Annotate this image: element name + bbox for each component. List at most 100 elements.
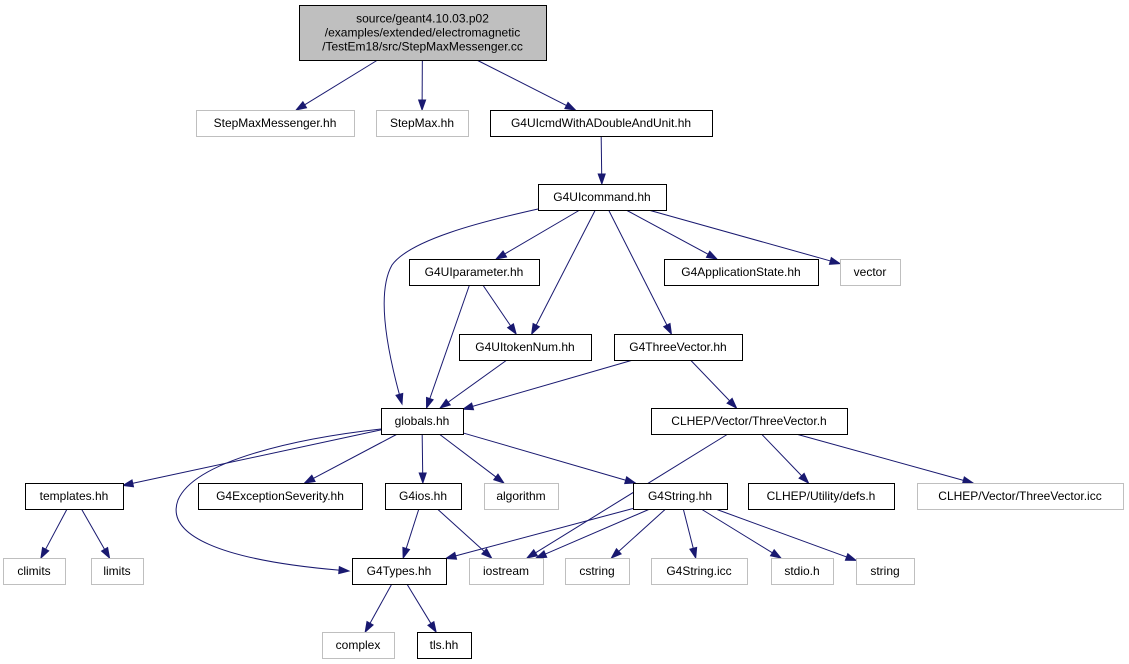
node-box: [196, 110, 355, 137]
node-box: [409, 259, 540, 286]
edge-arrowhead: [418, 472, 427, 485]
node-box: [198, 483, 363, 510]
node-label: string: [870, 564, 899, 578]
node-g4uiparameter-hh[interactable]: G4UIparameter.hh: [409, 259, 540, 286]
node-climits: climits: [3, 558, 66, 585]
node-label: G4ExceptionSeverity.hh: [216, 489, 344, 503]
node-g4applicationstate-hh[interactable]: G4ApplicationState.hh: [664, 259, 819, 286]
node-root: source/geant4.10.03.p02/examples/extende…: [299, 5, 547, 61]
node-label: G4String.icc: [666, 564, 731, 578]
node-iostream: iostream: [469, 558, 544, 585]
node-label: stdio.h: [784, 564, 819, 578]
node-algorithm: algorithm: [484, 483, 559, 510]
edge-line: [535, 209, 596, 327]
edge-line: [648, 209, 832, 262]
node-string: string: [856, 558, 915, 585]
edge-g4string-hh-to-string: [715, 508, 858, 561]
node-box: [651, 408, 848, 435]
edge-g4uicommand-hh-to-g4threevector-hh: [608, 209, 673, 336]
node-clhep-threevector-h[interactable]: CLHEP/Vector/ThreeVector.h: [651, 408, 848, 435]
edge-line: [476, 59, 568, 107]
node-label: templates.hh: [40, 489, 109, 503]
node-label: G4ApplicationState.hh: [681, 265, 800, 279]
node-label: vector: [854, 265, 887, 279]
edge-arrowhead: [40, 546, 50, 560]
node-box: [3, 558, 66, 585]
edge-arrowhead: [444, 551, 458, 560]
node-stepmax-hh: StepMax.hh: [376, 110, 469, 137]
node-box: [459, 334, 592, 361]
edge-line: [462, 432, 627, 481]
node-label: CLHEP/Vector/ThreeVector.h: [671, 414, 826, 428]
edge-line: [471, 359, 634, 408]
node-label: cstring: [579, 564, 614, 578]
node-g4exceptionseverity-hh[interactable]: G4ExceptionSeverity.hh: [198, 483, 363, 510]
edge-g4uicommand-hh-to-g4applicationstate-hh: [625, 209, 719, 260]
edge-clhep-threevector-h-to-clhep-defs-h: [761, 433, 810, 485]
node-box: [651, 558, 748, 585]
edge-line: [503, 209, 581, 255]
node-cstring: cstring: [565, 558, 630, 585]
node-box: [565, 558, 630, 585]
edge-g4uiparameter-hh-to-globals-hh: [426, 284, 470, 410]
node-tls-hh[interactable]: tls.hh: [417, 632, 472, 659]
edge-line: [429, 284, 470, 400]
node-label: CLHEP/Utility/defs.h: [767, 489, 876, 503]
node-g4string-hh[interactable]: G4String.hh: [633, 483, 728, 510]
node-label: tls.hh: [430, 638, 459, 652]
edge-root-to-stepmax-hh: [417, 59, 427, 112]
node-clhep-defs-h[interactable]: CLHEP/Utility/defs.h: [748, 483, 895, 510]
edge-arrowhead: [461, 402, 475, 411]
edge-g4threevector-hh-to-globals-hh: [461, 359, 634, 411]
node-label: algorithm: [496, 489, 545, 503]
edge-line: [437, 508, 486, 553]
node-limits: limits: [91, 558, 144, 585]
node-box: [376, 110, 469, 137]
edge-g4ios-hh-to-iostream: [437, 508, 493, 560]
edge-globals-hh-to-g4exceptionseverity-hh: [303, 433, 398, 484]
edge-g4types-hh-to-tls-hh: [406, 583, 437, 634]
node-g4uicmdwithadoubleandunit-hh[interactable]: G4UIcmdWithADoubleAndUnit.hh: [490, 110, 713, 137]
node-box: [614, 334, 743, 361]
edge-globals-hh-to-algorithm: [438, 433, 506, 484]
node-box: [299, 5, 547, 61]
node-g4uitokennum-hh[interactable]: G4UItokenNum.hh: [459, 334, 592, 361]
edge-arrowhead: [705, 250, 719, 260]
node-box: [91, 558, 144, 585]
node-g4ios-hh[interactable]: G4ios.hh: [385, 483, 462, 510]
edge-arrowhead: [481, 547, 493, 560]
edge-g4string-hh-to-iostream: [534, 508, 651, 559]
node-label: G4ThreeVector.hh: [629, 340, 726, 354]
edge-g4string-hh-to-g4string-icc: [682, 508, 698, 560]
edge-arrowhead: [494, 250, 508, 260]
edge-arrowhead: [402, 546, 411, 560]
edge-arrowhead: [395, 392, 404, 406]
edge-arrowhead: [534, 549, 548, 559]
edge-line: [447, 359, 508, 404]
edge-globals-hh-to-templates-hh: [121, 429, 382, 488]
node-box: [664, 259, 819, 286]
edge-line: [534, 433, 729, 554]
node-g4uicommand-hh[interactable]: G4UIcommand.hh: [538, 184, 667, 211]
node-layer: source/geant4.10.03.p02/examples/extende…: [3, 5, 1124, 659]
edge-line: [369, 583, 393, 625]
edge-arrowhead: [426, 396, 434, 410]
edge-g4string-hh-to-cstring: [610, 508, 666, 560]
node-box: [417, 632, 472, 659]
node-g4types-hh[interactable]: G4Types.hh: [352, 558, 447, 585]
edge-arrowhead: [364, 620, 374, 634]
edge-arrowhead: [121, 479, 135, 488]
edge-arrowhead: [525, 548, 539, 559]
edge-globals-hh-to-g4ios-hh: [418, 433, 427, 485]
edge-clhep-threevector-h-to-clhep-threevector-icc: [795, 433, 975, 485]
edge-line: [44, 508, 68, 551]
edge-line: [600, 135, 603, 176]
node-g4threevector-hh[interactable]: G4ThreeVector.hh: [614, 334, 743, 361]
edge-line: [81, 508, 106, 551]
node-templates-hh[interactable]: templates.hh: [25, 483, 124, 510]
node-globals-hh[interactable]: globals.hh: [381, 408, 464, 435]
edge-g4uicommand-hh-to-globals-hh: [383, 208, 539, 406]
edge-line: [482, 284, 512, 327]
edge-g4uiparameter-hh-to-g4uitokennum-hh: [482, 284, 518, 336]
